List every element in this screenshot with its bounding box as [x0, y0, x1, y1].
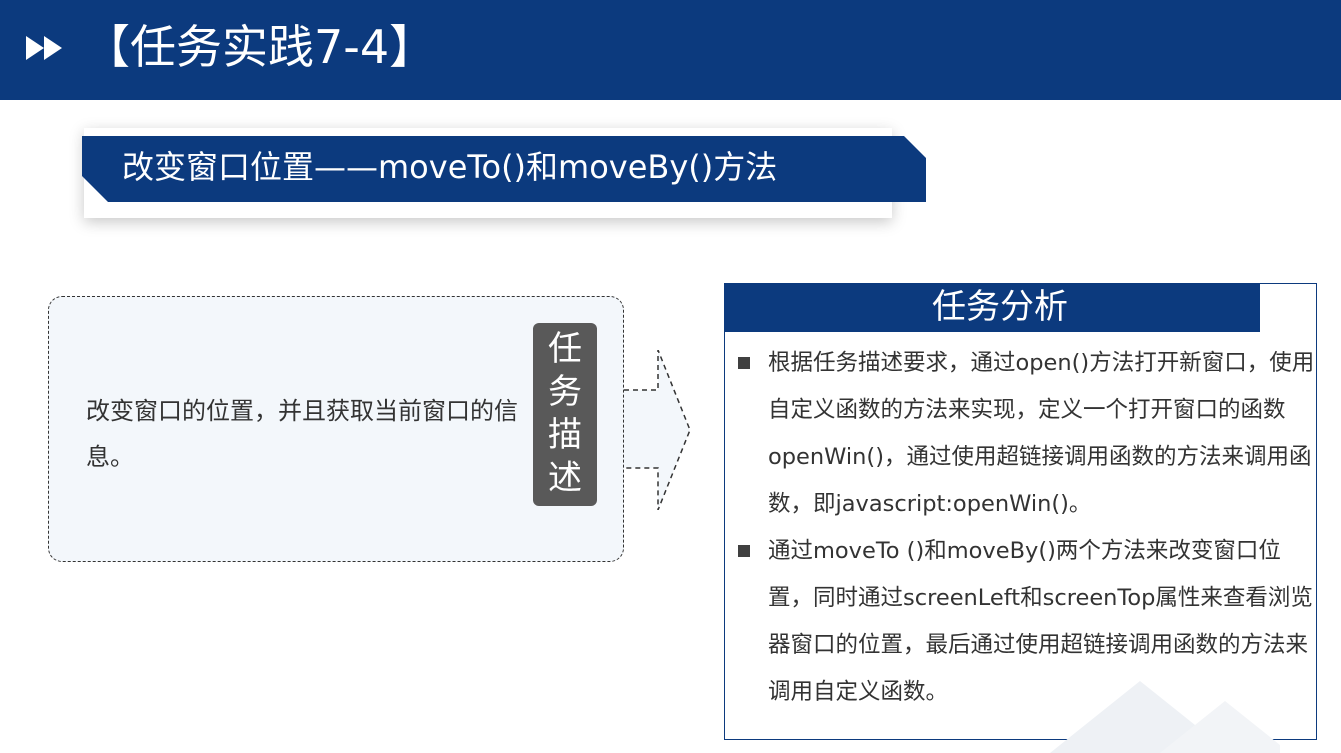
task-analysis-list: 根据任务描述要求，通过open()方法打开新窗口，使用自定义函数的方法来实现，定…	[738, 340, 1318, 716]
tag-char: 任	[548, 329, 582, 369]
tag-char: 描	[548, 415, 582, 455]
list-item-text: 根据任务描述要求，通过open()方法打开新窗口，使用自定义函数的方法来实现，定…	[768, 350, 1315, 517]
page-title: 【任务实践7-4】	[84, 20, 436, 74]
task-description-card	[48, 296, 624, 562]
square-bullet-icon	[738, 357, 750, 369]
task-description-arrow	[624, 350, 691, 510]
subtitle-text: 改变窗口位置——moveTo()和moveBy()方法	[122, 148, 778, 186]
decorative-triangles	[1050, 681, 1280, 753]
list-item-text: 通过moveTo ()和moveBy()两个方法来改变窗口位置，同时通过scre…	[768, 538, 1313, 705]
task-description-tag: 任 务 描 述	[533, 323, 597, 506]
task-description-text: 改变窗口的位置，并且获取当前窗口的信息。	[86, 397, 518, 471]
square-bullet-icon	[738, 545, 750, 557]
tag-char: 务	[548, 372, 582, 412]
task-analysis-title: 任务分析	[724, 283, 1260, 332]
list-item: 根据任务描述要求，通过open()方法打开新窗口，使用自定义函数的方法来实现，定…	[738, 340, 1318, 528]
header-bar: 【任务实践7-4】	[0, 0, 1341, 100]
fast-forward-icon	[26, 36, 62, 60]
subtitle-ribbon	[82, 136, 926, 202]
list-item: 通过moveTo ()和moveBy()两个方法来改变窗口位置，同时通过scre…	[738, 528, 1318, 716]
tag-char: 述	[548, 458, 582, 498]
task-analysis-panel	[724, 283, 1317, 740]
